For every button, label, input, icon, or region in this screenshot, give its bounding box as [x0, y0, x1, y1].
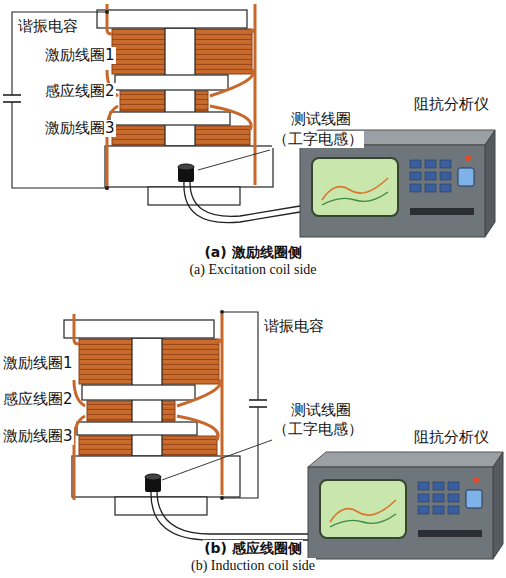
device-label: 阻抗分析仪	[413, 429, 490, 446]
coil-label: 激励线圈1	[44, 47, 116, 64]
component-label: 谐振电容	[263, 318, 325, 335]
coil-label: 感应线圈2	[44, 83, 116, 100]
subfigure-caption: (b) 感应线圈侧	[203, 540, 303, 556]
component-label: （工字电感）	[272, 131, 364, 148]
device-label: 阻抗分析仪	[413, 96, 490, 113]
component-label: 谐振电容	[17, 18, 79, 35]
subfigure-caption: (b) Induction coil side	[190, 558, 316, 574]
subfigure-caption: (a) 激励线圈侧	[203, 244, 302, 260]
subfigure-caption: (a) Excitation coil side	[188, 262, 317, 278]
component-label: （工字电感）	[272, 421, 364, 438]
coil-label: 激励线圈3	[44, 120, 116, 137]
coil-label: 激励线圈1	[2, 355, 74, 372]
coil-label: 激励线圈3	[2, 428, 74, 445]
component-label: 测试线圈	[290, 111, 352, 128]
coil-label: 感应线圈2	[2, 391, 74, 408]
component-label: 测试线圈	[290, 402, 352, 419]
